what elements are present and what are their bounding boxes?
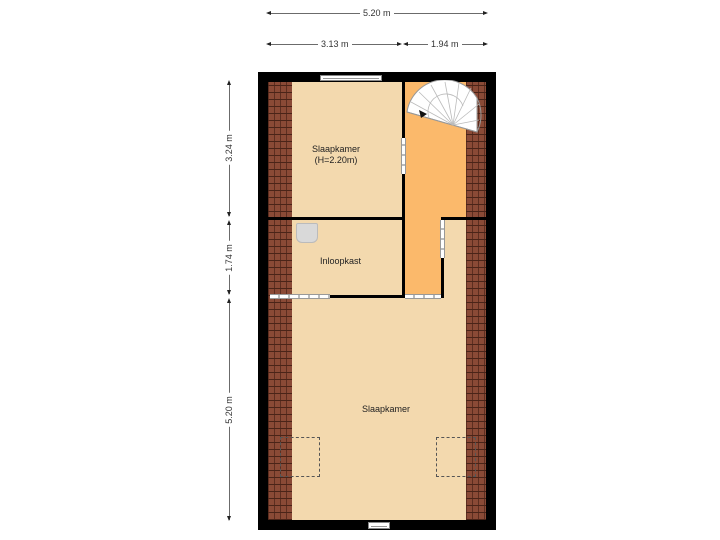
door-hall-bottom[interactable] (405, 294, 441, 299)
room-label-closet: Inloopkast (320, 256, 362, 266)
wall-hall-right (441, 217, 486, 220)
dimension-label: 5.20 m (223, 393, 234, 427)
window-top (320, 75, 382, 81)
bedroom-bottom-nook (444, 220, 466, 298)
outer-wall-left (258, 72, 268, 530)
dimension-label: 5.20 m (360, 8, 394, 18)
wall-bedroom-closet (268, 217, 405, 220)
wall-closet-bottom (330, 295, 405, 298)
dimension-label: 1.74 m (223, 241, 234, 275)
skylight-left (280, 437, 320, 477)
roof-tiles-left (268, 82, 292, 520)
sink-icon (296, 223, 318, 243)
bedroom-bottom-floor (268, 298, 486, 520)
door-bedroom-top[interactable] (401, 138, 406, 174)
spiral-stair-icon[interactable] (403, 80, 483, 136)
outer-wall-right (486, 72, 496, 530)
dimension-label: 3.13 m (318, 39, 352, 49)
room-label-bedroom-top: Slaapkamer (H=2.20m) (312, 144, 361, 165)
dimension-label: 3.24 m (223, 131, 234, 165)
door-closet[interactable] (270, 294, 330, 299)
room-label-bedroom-bottom: Slaapkamer (362, 404, 411, 414)
roof-tiles-right (466, 82, 486, 520)
wall-bedroom-hall (402, 82, 405, 298)
dimension-label: 1.94 m (428, 39, 462, 49)
skylight-right (436, 437, 476, 477)
bedroom-top-floor (292, 82, 402, 217)
door-hall-right[interactable] (440, 220, 445, 258)
stair-hall-lower (405, 217, 441, 295)
window-bottom (368, 522, 390, 529)
